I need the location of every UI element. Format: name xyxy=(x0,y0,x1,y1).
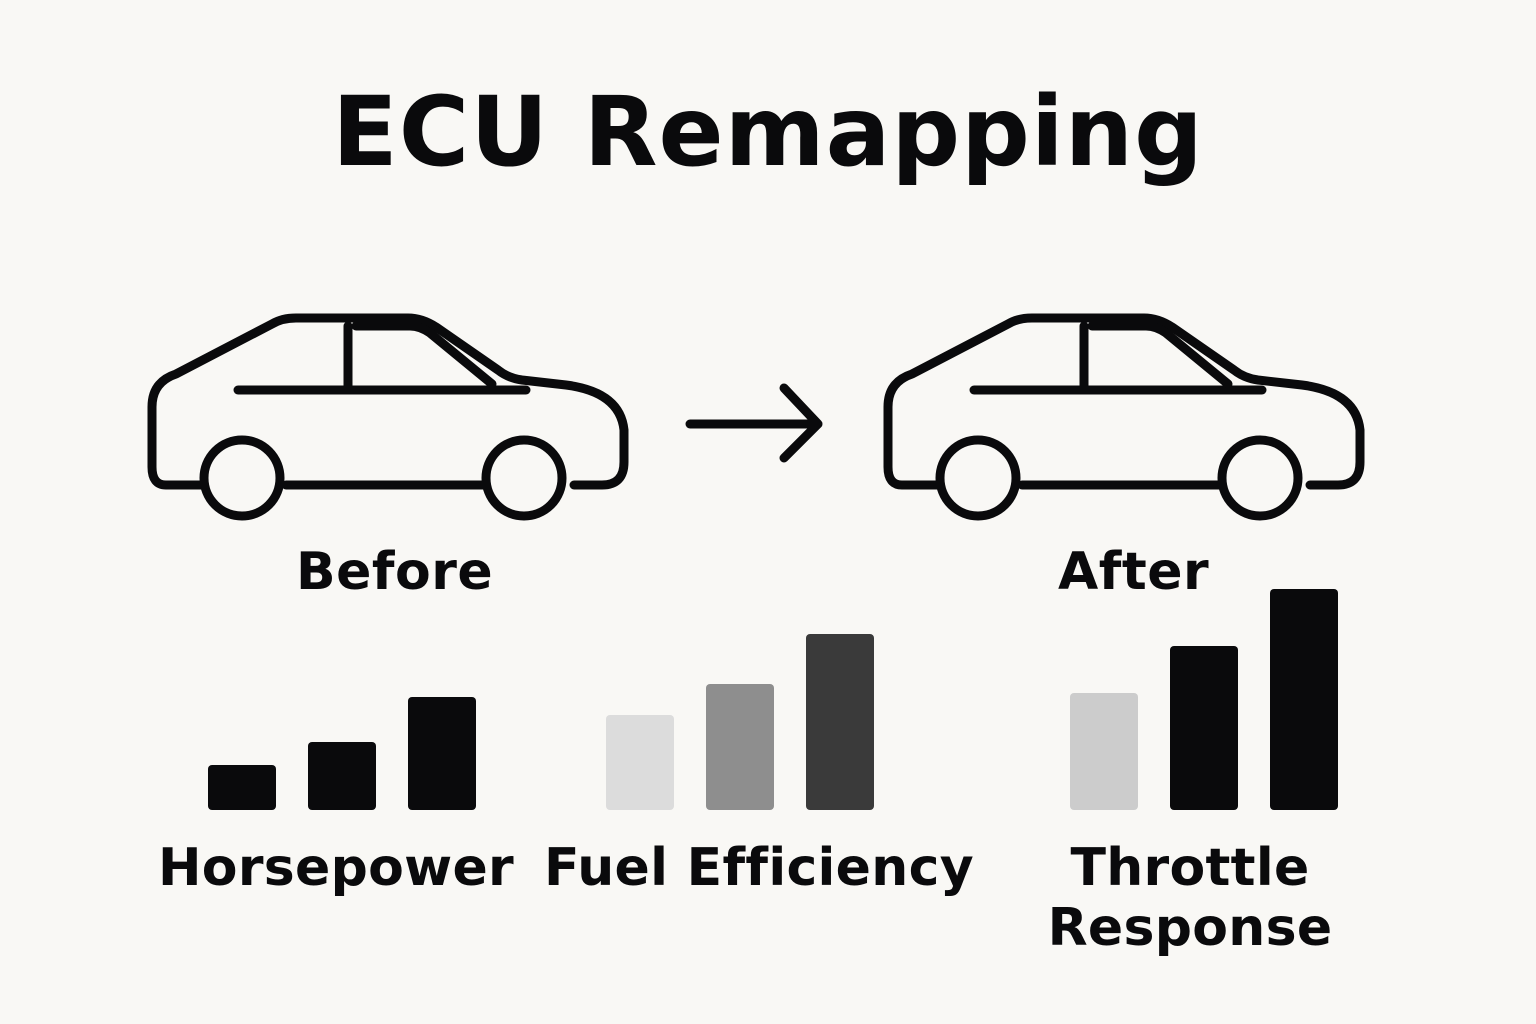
metric-label-line: Fuel Efficiency xyxy=(544,838,974,898)
car-after-icon xyxy=(883,313,1365,521)
metric-label: Fuel Efficiency xyxy=(544,838,974,898)
metric-label-line: Throttle xyxy=(1070,838,1310,898)
after-label: After xyxy=(1058,542,1210,602)
metric-label: Horsepower xyxy=(126,838,546,898)
metric-3-bar-3 xyxy=(1270,589,1338,810)
arrow-right-icon xyxy=(685,383,823,463)
metric-1-bar-3 xyxy=(408,697,476,810)
metric-2-bar-3 xyxy=(806,634,874,810)
metric-label-line: Response xyxy=(1047,898,1333,958)
metric-label-line: Horsepower xyxy=(157,838,514,898)
metric-2-bar-1 xyxy=(606,715,674,810)
before-label: Before xyxy=(296,542,494,602)
metric-1-bar-2 xyxy=(308,742,376,810)
metric-1-bar-1 xyxy=(208,765,276,810)
metric-3-bar-2 xyxy=(1170,646,1238,810)
page-title: ECU Remapping xyxy=(332,76,1204,188)
metric-2-bar-2 xyxy=(706,684,774,810)
metric-3-bar-1 xyxy=(1070,693,1138,810)
car-before-icon xyxy=(147,313,629,521)
